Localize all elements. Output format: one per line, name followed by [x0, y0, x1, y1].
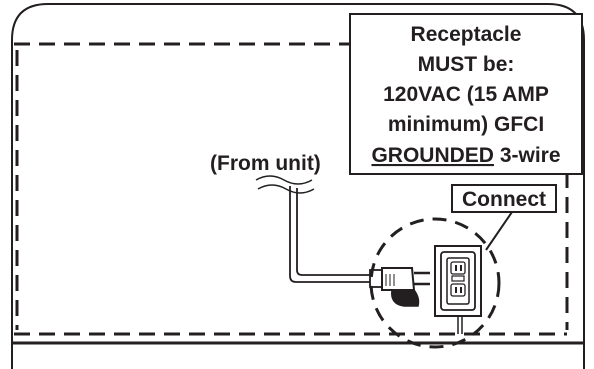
cord-break-wave-icon-2 — [257, 184, 315, 194]
requirement-box — [349, 13, 583, 175]
cord-break-wave-icon — [255, 175, 313, 185]
power-cord — [289, 186, 372, 283]
plug-icon — [369, 267, 430, 307]
connect-leader-line — [485, 211, 513, 251]
grounded-underlined-text: GROUNDED — [371, 144, 494, 167]
connect-callout-box — [451, 184, 557, 213]
requirement-line-1: Receptacle — [411, 23, 522, 46]
requirement-line-3: 120VAC (15 AMP — [383, 83, 549, 106]
requirement-line-5: GROUNDED 3-wire — [371, 144, 560, 167]
power-cord-inner — [296, 188, 372, 276]
requirement-line-4: minimum) GFCI — [388, 113, 544, 136]
from-unit-label: (From unit) — [210, 152, 321, 175]
requirement-line-2: MUST be: — [418, 53, 515, 76]
connect-label: Connect — [462, 188, 546, 211]
gfci-outlet-icon — [434, 245, 482, 334]
three-wire-text: 3-wire — [494, 144, 561, 167]
connection-highlight-circle — [369, 217, 501, 349]
